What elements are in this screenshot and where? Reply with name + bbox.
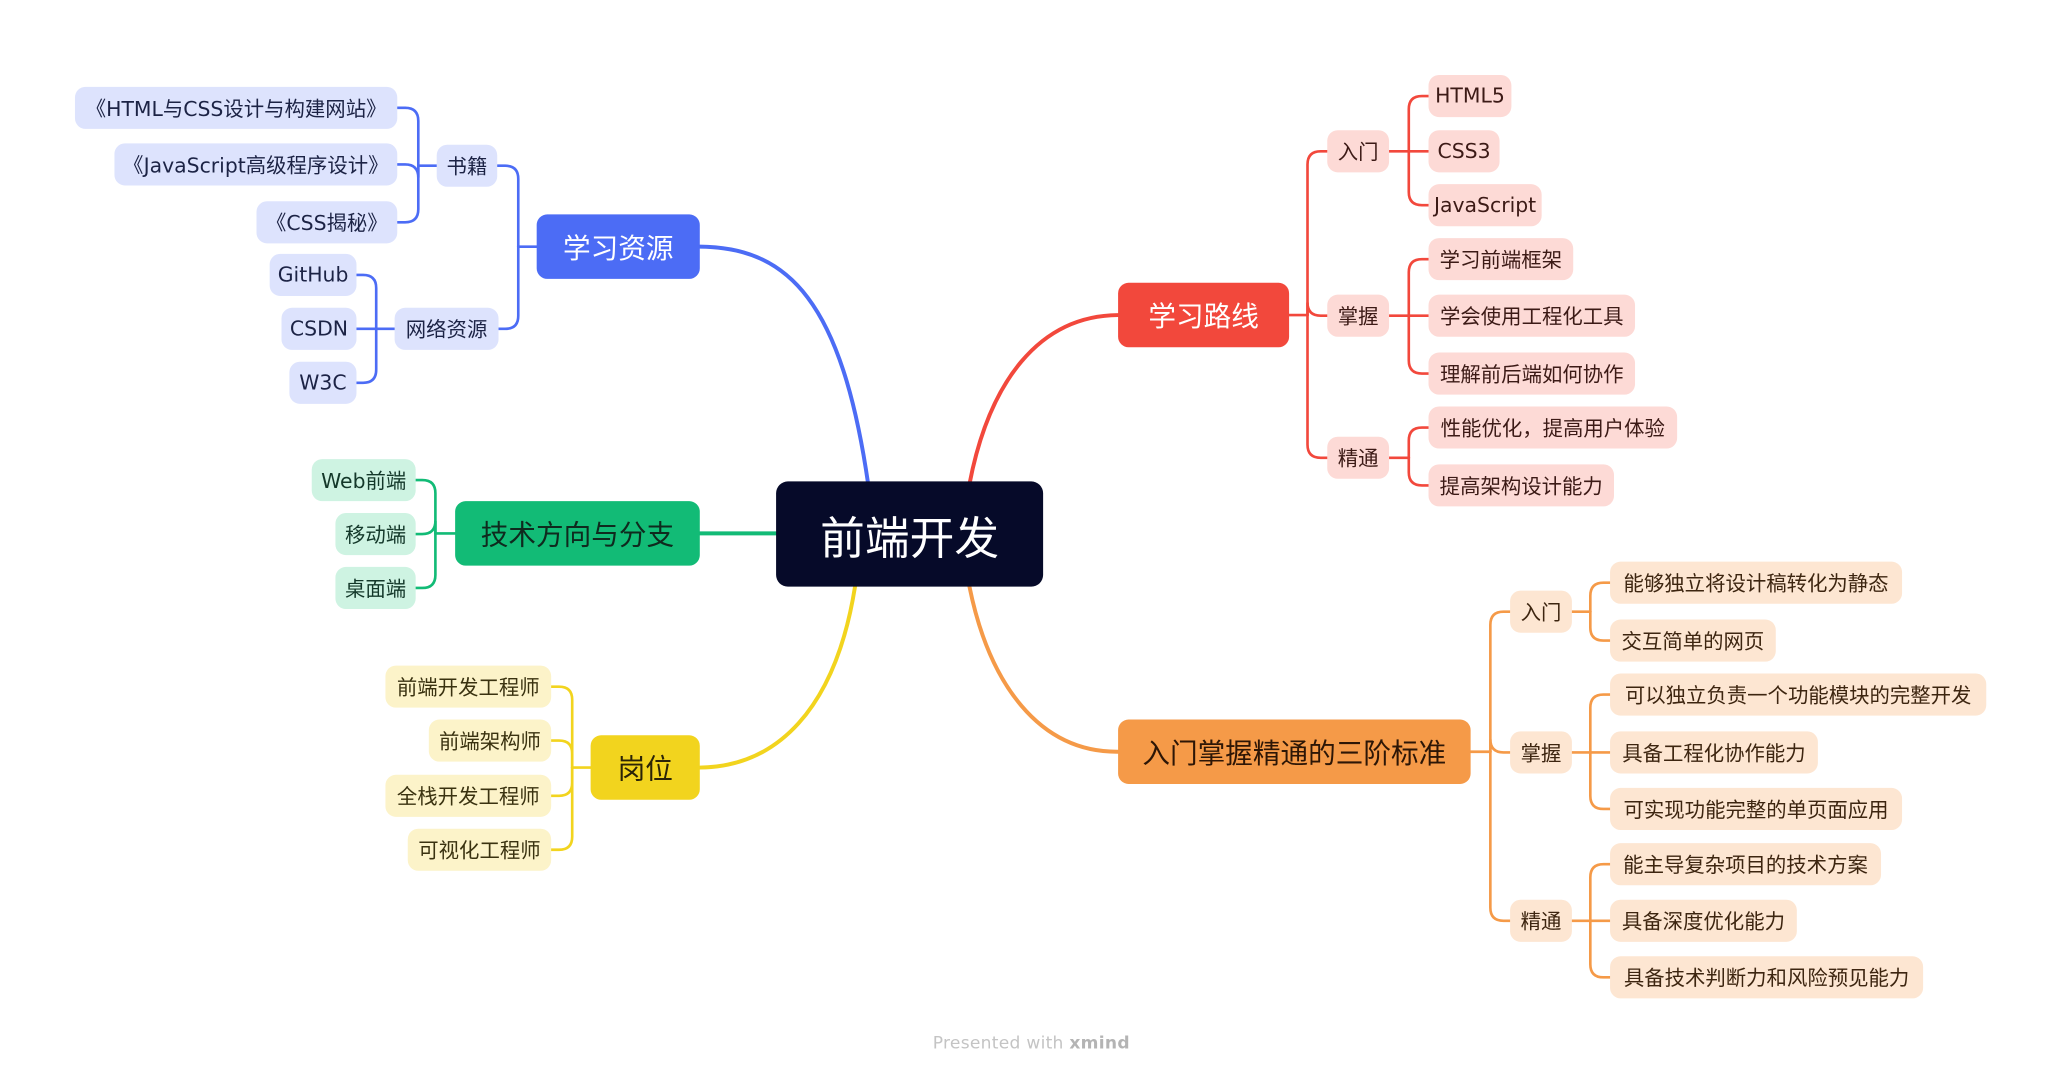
leaf-web-frontend[interactable]: Web前端 <box>311 459 416 502</box>
leaf-github[interactable]: GitHub <box>269 253 357 296</box>
link-online-2 <box>355 327 378 385</box>
branch-line-roadmap <box>967 313 1121 487</box>
leaf-w3c[interactable]: W3C <box>289 361 357 404</box>
link-standards-2 <box>1489 750 1512 923</box>
link-resources-0 <box>495 164 520 248</box>
link-standard-beginner-0 <box>1589 581 1612 613</box>
link-positions-0 <box>549 685 574 769</box>
leaf-engineering-tools[interactable]: 学会使用工程化工具 <box>1428 294 1636 337</box>
leaf-technical-judgment[interactable]: 具备技术判断力和风险预见能力 <box>1610 956 1924 999</box>
link-standard-beginner-1 <box>1589 610 1612 642</box>
leaf-performance-optimization[interactable]: 性能优化，提高用户体验 <box>1428 406 1678 449</box>
link-directions-1 <box>414 520 437 536</box>
link-positions-3 <box>549 766 574 852</box>
leaf-architecture-design[interactable]: 提高架构设计能力 <box>1428 464 1614 507</box>
leaf-book-javascript[interactable]: 《JavaScript高级程序设计》 <box>114 143 398 186</box>
link-directions-2 <box>414 532 437 590</box>
link-roadmap-beginner-0 <box>1407 94 1430 153</box>
subtopic-books[interactable]: 书籍 <box>436 144 498 187</box>
link-books-0 <box>395 106 420 168</box>
link-roadmap-proficient-0 <box>1407 257 1430 318</box>
link-positions-2 <box>549 766 574 798</box>
link-standard-expert-2 <box>1589 919 1612 979</box>
branch-line-standards <box>967 584 1121 754</box>
link-roadmap-expert-0 <box>1407 426 1430 460</box>
central-topic[interactable]: 前端开发 <box>776 481 1044 587</box>
topic-learning-roadmap[interactable]: 学习路线 <box>1118 282 1290 348</box>
leaf-design-to-static[interactable]: 能够独立将设计稿转化为静态 <box>1610 561 1903 604</box>
link-books-2 <box>395 164 420 224</box>
leaf-frontend-architect[interactable]: 前端架构师 <box>428 719 552 762</box>
leaf-javascript[interactable]: JavaScript <box>1428 184 1542 227</box>
xmind-brand: xmind <box>1069 1033 1130 1054</box>
link-directions-0 <box>414 478 437 535</box>
link-books-1 <box>395 163 420 178</box>
leaf-spa-development[interactable]: 可实现功能完整的单页面应用 <box>1610 787 1903 831</box>
leaf-book-css-secrets[interactable]: 《CSS揭秘》 <box>256 201 398 244</box>
leaf-html5[interactable]: HTML5 <box>1428 74 1512 118</box>
topic-positions[interactable]: 岗位 <box>590 735 700 800</box>
topic-tech-directions[interactable]: 技术方向与分支 <box>455 501 700 566</box>
leaf-simple-interaction-pages[interactable]: 交互简单的网页 <box>1610 619 1776 662</box>
leaf-lead-technical-solutions[interactable]: 能主导复杂项目的技术方案 <box>1610 843 1882 886</box>
leaf-book-html-css[interactable]: 《HTML与CSS设计与构建网站》 <box>74 86 398 129</box>
link-standards-1 <box>1489 739 1512 754</box>
link-standards-0 <box>1489 610 1512 754</box>
subtopic-standard-expert[interactable]: 精通 <box>1510 899 1572 942</box>
leaf-visualization-engineer[interactable]: 可视化工程师 <box>407 828 552 871</box>
link-roadmap-expert-1 <box>1407 456 1430 487</box>
link-standard-proficient-0 <box>1589 693 1612 754</box>
leaf-fullstack-engineer[interactable]: 全栈开发工程师 <box>385 774 552 817</box>
branch-line-positions <box>697 584 857 770</box>
link-online-0 <box>355 273 378 331</box>
subtopic-roadmap-proficient[interactable]: 掌握 <box>1327 294 1390 337</box>
leaf-mobile[interactable]: 移动端 <box>335 513 416 556</box>
leaf-css3[interactable]: CSS3 <box>1428 130 1500 173</box>
link-roadmap-proficient-2 <box>1407 314 1430 375</box>
subtopic-standard-beginner[interactable]: 入门 <box>1510 590 1572 633</box>
leaf-module-development[interactable]: 可以独立负责一个功能模块的完整开发 <box>1610 673 1987 716</box>
footer-prefix: Presented with <box>932 1033 1064 1054</box>
subtopic-online-resources[interactable]: 网络资源 <box>394 307 499 350</box>
leaf-csdn[interactable]: CSDN <box>281 307 357 350</box>
subtopic-roadmap-expert[interactable]: 精通 <box>1327 436 1390 479</box>
leaf-learn-frameworks[interactable]: 学习前端框架 <box>1428 238 1574 281</box>
footer-watermark: Presented with xmind <box>808 1034 1255 1054</box>
leaf-desktop[interactable]: 桌面端 <box>335 566 416 610</box>
leaf-frontend-backend-collab[interactable]: 理解前后端如何协作 <box>1428 352 1636 395</box>
link-roadmap-2 <box>1306 313 1329 460</box>
link-roadmap-0 <box>1306 149 1329 317</box>
branch-line-resources <box>697 244 871 487</box>
link-positions-1 <box>549 739 574 769</box>
link-standard-proficient-2 <box>1589 751 1612 811</box>
subtopic-roadmap-beginner[interactable]: 入门 <box>1327 130 1390 173</box>
subtopic-standard-proficient[interactable]: 掌握 <box>1510 731 1572 774</box>
leaf-frontend-engineer[interactable]: 前端开发工程师 <box>385 665 552 708</box>
topic-three-level-standards[interactable]: 入门掌握精通的三阶标准 <box>1118 719 1471 784</box>
link-roadmap-1 <box>1306 302 1329 318</box>
leaf-engineering-collaboration[interactable]: 具备工程化协作能力 <box>1610 731 1818 774</box>
topic-learning-resources[interactable]: 学习资源 <box>536 214 700 279</box>
link-roadmap-beginner-2 <box>1407 149 1430 207</box>
link-resources-1 <box>497 245 520 331</box>
leaf-deep-optimization[interactable]: 具备深度优化能力 <box>1610 899 1797 942</box>
link-standard-expert-0 <box>1589 862 1612 923</box>
